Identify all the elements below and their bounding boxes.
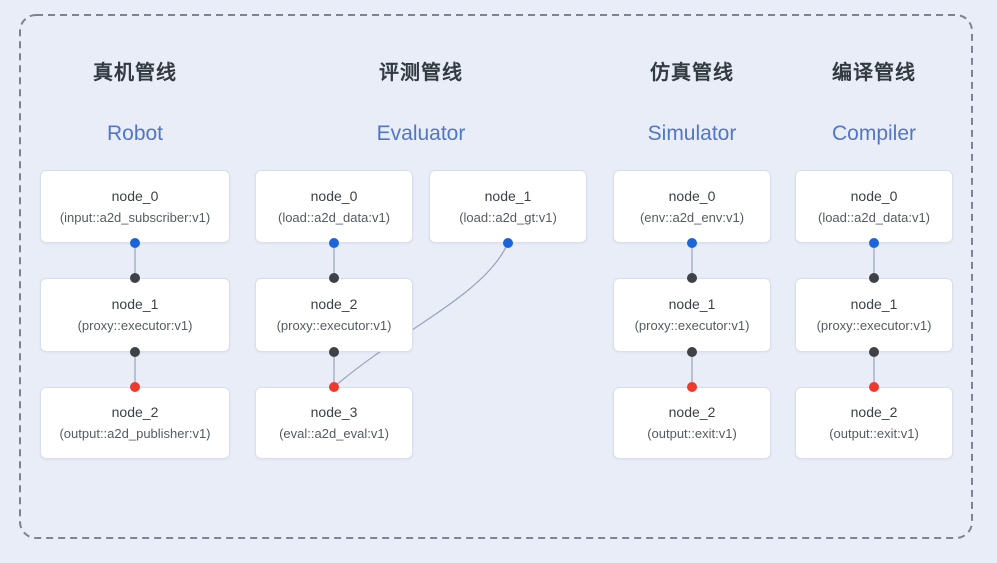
column-zh-title: 真机管线 xyxy=(93,62,177,84)
node-title: node_0 xyxy=(850,187,898,204)
node-subtitle: (load::a2d_data:v1) xyxy=(817,209,931,225)
input-port-dot-red xyxy=(869,382,879,392)
node-subtitle: (proxy::executor:v1) xyxy=(634,318,750,333)
output-port-dot-blue xyxy=(687,238,697,248)
node-title: node_0 xyxy=(668,187,716,204)
node-box-compiler-node1: node_1 (proxy::executor:v1) xyxy=(795,278,953,352)
node-box-evaluator-node1: node_1 (load::a2d_gt:v1) xyxy=(429,170,587,243)
node-subtitle: (output::a2d_publisher:v1) xyxy=(59,426,211,441)
column-en-title: Compiler xyxy=(831,122,917,145)
input-port-dot-dark xyxy=(130,273,140,283)
edge-evaluator-n1-n3-curve xyxy=(333,242,509,388)
output-port-dot-blue xyxy=(869,238,879,248)
node-subtitle: (proxy::executor:v1) xyxy=(77,318,193,333)
node-box-evaluator-node2: node_2 (proxy::executor:v1) xyxy=(255,278,413,352)
node-title: node_1 xyxy=(668,296,716,312)
node-box-robot-node1: node_1 (proxy::executor:v1) xyxy=(40,278,230,352)
node-subtitle: (proxy::executor:v1) xyxy=(276,318,392,333)
output-port-dot-dark xyxy=(329,347,339,357)
node-box-compiler-node0: node_0 (load::a2d_data:v1) xyxy=(795,170,953,243)
input-port-dot-dark xyxy=(869,273,879,283)
column-en-title: Simulator xyxy=(647,122,737,145)
column-en-title: Evaluator xyxy=(376,122,466,145)
node-subtitle: (output::exit:v1) xyxy=(647,426,737,441)
node-subtitle: (load::a2d_data:v1) xyxy=(277,209,391,225)
output-port-dot-blue xyxy=(130,238,140,248)
column-zh-title: 仿真管线 xyxy=(650,62,734,84)
node-box-evaluator-node0: node_0 (load::a2d_data:v1) xyxy=(255,170,413,243)
pipeline-boundary xyxy=(19,14,973,539)
node-box-simulator-node1: node_1 (proxy::executor:v1) xyxy=(613,278,771,352)
node-subtitle: (input::a2d_subscriber:v1) xyxy=(59,209,211,225)
column-en-title: Robot xyxy=(106,122,164,145)
input-port-dot-dark xyxy=(329,273,339,283)
column-header-robot: 真机管线 Robot xyxy=(35,60,235,147)
output-port-dot-dark xyxy=(130,347,140,357)
node-title: node_1 xyxy=(484,187,532,204)
node-box-evaluator-node3: node_3 (eval::a2d_eval:v1) xyxy=(255,387,413,459)
node-box-robot-node2: node_2 (output::a2d_publisher:v1) xyxy=(40,387,230,459)
node-title: node_1 xyxy=(111,296,159,312)
column-zh-title: 编译管线 xyxy=(832,62,916,84)
node-title: node_2 xyxy=(111,404,159,420)
node-subtitle: (eval::a2d_eval:v1) xyxy=(279,426,389,441)
node-subtitle: (proxy::executor:v1) xyxy=(816,318,932,333)
node-box-compiler-node2: node_2 (output::exit:v1) xyxy=(795,387,953,459)
node-title: node_2 xyxy=(310,296,358,312)
output-port-dot-blue xyxy=(503,238,513,248)
node-title: node_0 xyxy=(111,187,159,204)
input-port-dot-red xyxy=(329,382,339,392)
output-port-dot-blue xyxy=(329,238,339,248)
node-title: node_1 xyxy=(850,296,898,312)
column-header-evaluator: 评测管线 Evaluator xyxy=(321,60,521,147)
output-port-dot-dark xyxy=(869,347,879,357)
node-box-simulator-node0: node_0 (env::a2d_env:v1) xyxy=(613,170,771,243)
node-subtitle: (output::exit:v1) xyxy=(829,426,919,441)
input-port-dot-red xyxy=(130,382,140,392)
node-box-robot-node0: node_0 (input::a2d_subscriber:v1) xyxy=(40,170,230,243)
node-title: node_0 xyxy=(310,187,358,204)
node-box-simulator-node2: node_2 (output::exit:v1) xyxy=(613,387,771,459)
node-subtitle: (load::a2d_gt:v1) xyxy=(459,209,557,225)
output-port-dot-dark xyxy=(687,347,697,357)
node-title: node_2 xyxy=(668,404,716,420)
column-header-simulator: 仿真管线 Simulator xyxy=(592,60,792,147)
column-header-compiler: 编译管线 Compiler xyxy=(774,60,974,147)
input-port-dot-dark xyxy=(687,273,697,283)
input-port-dot-red xyxy=(687,382,697,392)
node-subtitle: (env::a2d_env:v1) xyxy=(639,209,745,225)
node-title: node_3 xyxy=(310,404,358,420)
node-title: node_2 xyxy=(850,404,898,420)
column-zh-title: 评测管线 xyxy=(379,62,463,84)
